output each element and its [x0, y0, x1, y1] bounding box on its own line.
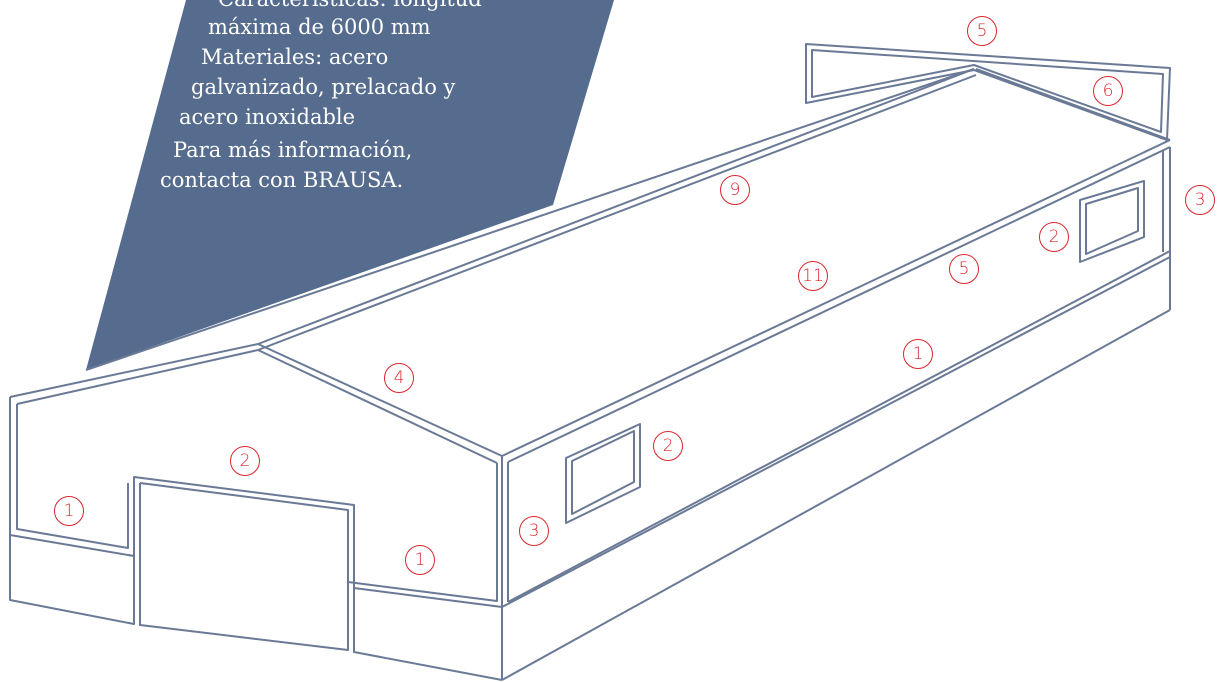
side-wall-top-1 — [507, 250, 1171, 603]
callout-gable-back-slope: 6 — [1093, 76, 1123, 106]
side-wall-top-2 — [501, 256, 1171, 608]
front-right-slope-1 — [257, 343, 503, 457]
side-eave-2 — [507, 146, 1171, 463]
callout-front-wall-left: 1 — [54, 496, 84, 526]
callout-ridge: 9 — [720, 175, 750, 205]
door-outline — [139, 483, 349, 651]
info-line-7: contacta con BRAUSA. — [160, 168, 404, 192]
info-line-5: acero inoxidable — [179, 105, 356, 129]
window-front-outer — [565, 423, 641, 524]
back-gable-outer — [805, 43, 1171, 141]
window-back-outer — [1079, 180, 1145, 263]
callout-front-wall-right: 1 — [405, 545, 435, 575]
callout-door-top: 2 — [230, 446, 260, 476]
callout-side-wall: 1 — [903, 339, 933, 369]
left-roof-back — [85, 68, 975, 371]
callout-corner-front: 3 — [519, 516, 549, 546]
info-line-2: máxima de 6000 mm — [208, 15, 431, 39]
callout-window-back: 2 — [1039, 222, 1069, 252]
ridge-line-2 — [257, 74, 977, 351]
info-label-caracteristicas: Características: — [218, 0, 387, 11]
callout-gable-front: 4 — [384, 363, 414, 393]
back-gable-inner — [811, 49, 1164, 133]
callout-eave-side: 5 — [949, 254, 979, 284]
info-line-1: Características: longitud — [218, 0, 482, 15]
info-line-6: Para más información, — [173, 138, 413, 162]
building-outline — [9, 43, 1171, 681]
front-wall-left-inner — [16, 404, 129, 549]
front-right-slope-2 — [257, 349, 498, 464]
info-label-materiales: Materiales: — [201, 45, 323, 69]
left-eave-2 — [16, 349, 259, 405]
window-front-inner — [571, 430, 635, 515]
foundation-front — [9, 535, 135, 625]
window-back-inner — [1085, 187, 1139, 255]
info-text-1: longitud — [387, 0, 481, 11]
info-banner — [86, 0, 614, 370]
side-eave-1 — [501, 139, 1171, 457]
callout-gable-back-top: 5 — [967, 16, 997, 46]
foundation-front-right — [353, 588, 503, 681]
front-wall-left — [9, 397, 503, 608]
callout-corner-back: 3 — [1185, 185, 1215, 215]
info-line-4: galvanizado, prelacado y — [191, 75, 456, 99]
roof-back-edge — [975, 68, 1171, 141]
left-eave-1 — [9, 343, 259, 398]
info-line-3: Materiales: acero — [201, 42, 388, 73]
callout-window-front: 2 — [653, 431, 683, 461]
ridge-line-1 — [257, 68, 975, 345]
side-foundation — [501, 309, 1171, 681]
info-text-3: acero — [322, 45, 389, 69]
callout-roof-panel: 11 — [798, 261, 828, 291]
